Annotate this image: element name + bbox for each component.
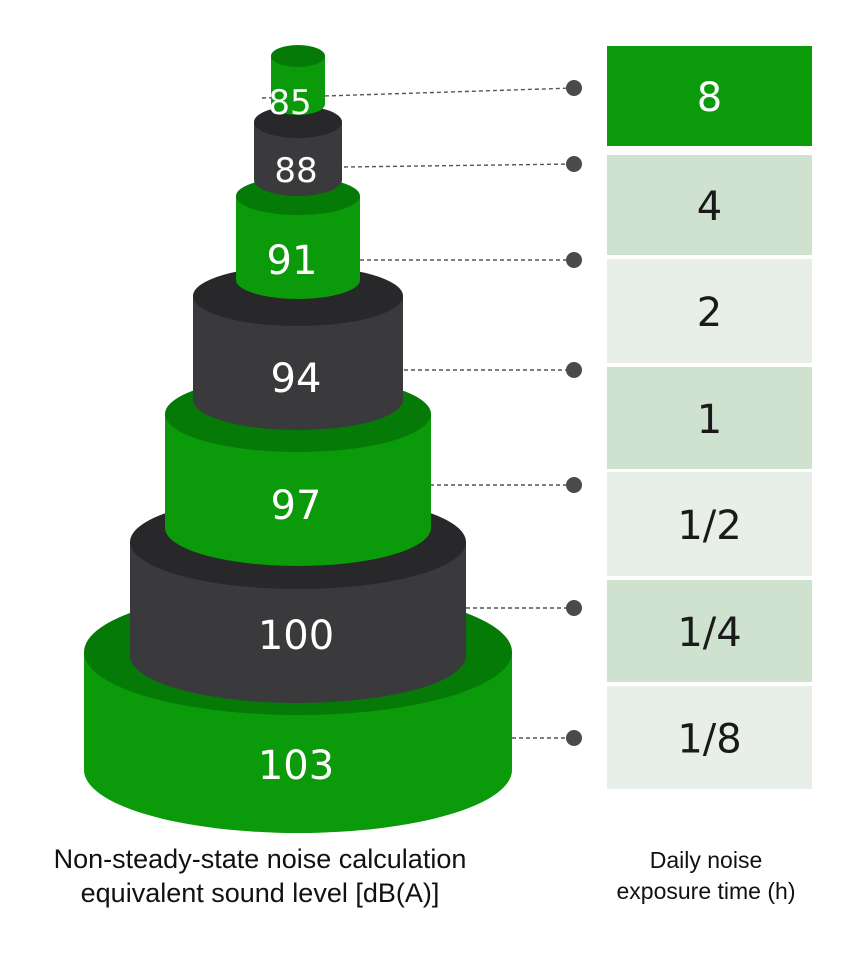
- connector-dot: [566, 156, 582, 172]
- exposure-cell-bg: [607, 155, 812, 255]
- exposure-cell: 1/4: [607, 580, 812, 682]
- tier-level-label: 91: [267, 238, 318, 284]
- tier-level-label: 85: [268, 83, 311, 123]
- exposure-time-value: 4: [697, 184, 722, 230]
- connector-dot: [566, 477, 582, 493]
- pyramid-tier: [254, 106, 342, 196]
- exposure-cell-bg: [607, 367, 812, 469]
- exposure-cell: 2: [607, 259, 812, 363]
- connector-dot: [566, 362, 582, 378]
- connector-dot: [566, 600, 582, 616]
- tier-side: [165, 414, 431, 566]
- exposure-cell-bg: [607, 46, 812, 146]
- tier-side: [254, 122, 342, 196]
- exposure-cell: 8: [607, 46, 812, 146]
- connector-line: [343, 163, 575, 168]
- noise-level-pyramid: 85 88 91 94 97 100 103: [84, 45, 512, 833]
- exposure-time-table: 8 4 2 1 1/2 1/4 1/8: [607, 46, 812, 789]
- exposure-cell: 1/8: [607, 686, 812, 789]
- exposure-cell-bg: [607, 686, 812, 789]
- tier-level-label: 97: [271, 483, 322, 529]
- exposure-cell-bg: [607, 580, 812, 682]
- exposure-time-value: 1/8: [677, 717, 741, 763]
- exposure-time-value: 8: [697, 75, 722, 121]
- tier-side: [271, 56, 325, 115]
- tier-side: [236, 196, 360, 299]
- exposure-time-value: 2: [697, 290, 722, 336]
- tier-level-label: 88: [274, 151, 317, 191]
- tier-side: [193, 296, 403, 430]
- pyramid-tier: [271, 45, 325, 115]
- exposure-cell: 1: [607, 367, 812, 469]
- tier-top: [254, 106, 342, 138]
- table-caption: Daily noise exposure time (h): [616, 847, 796, 904]
- exposure-cell-bg: [607, 259, 812, 363]
- connector-dot: [566, 252, 582, 268]
- pyramid-caption: Non-steady-state noise calculation equiv…: [53, 844, 467, 908]
- tier-top: [271, 45, 325, 67]
- connector-dot: [566, 80, 582, 96]
- exposure-cell: 1/2: [607, 472, 812, 576]
- exposure-time-value: 1: [697, 397, 722, 443]
- exposure-time-value: 1/4: [677, 610, 741, 656]
- exposure-cell: 4: [607, 155, 812, 255]
- tier-level-label: 100: [258, 613, 334, 659]
- exposure-cell-bg: [607, 472, 812, 576]
- exposure-time-value: 1/2: [677, 503, 741, 549]
- connector-lines: [261, 80, 582, 746]
- connector-dot: [566, 730, 582, 746]
- tier-level-label: 94: [271, 356, 322, 402]
- tier-level-label: 103: [258, 743, 334, 789]
